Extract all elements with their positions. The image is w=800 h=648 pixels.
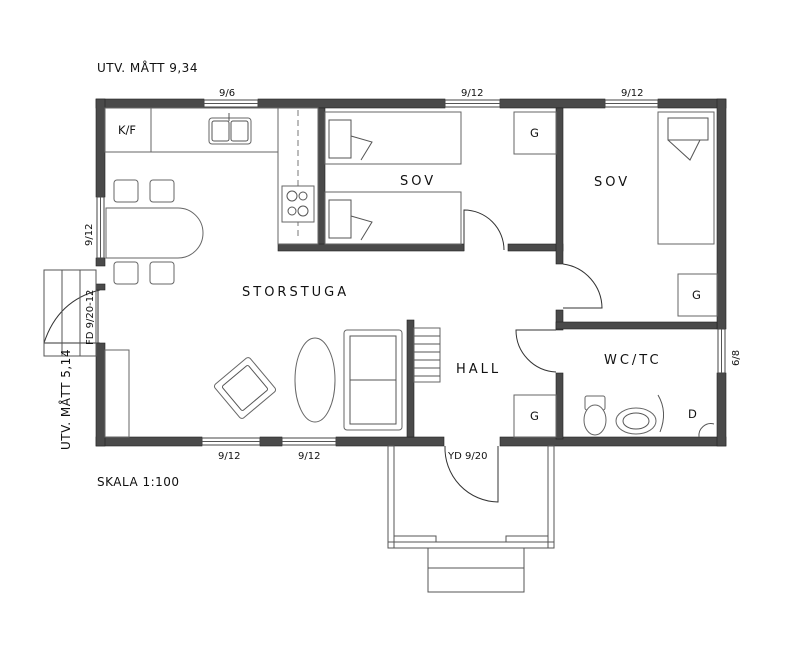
living-room-furniture <box>104 327 441 438</box>
window-label-right: 6/8 <box>731 350 742 366</box>
wardrobe-label-sov-left: G <box>530 126 539 140</box>
room-label-sov-left: SOV <box>400 174 436 189</box>
wardrobe-label-sov-right: G <box>692 288 701 302</box>
right-bedroom-furniture <box>513 111 718 438</box>
dryer-label: D <box>688 407 697 421</box>
room-label-storstuga: STORSTUGA <box>242 285 349 300</box>
doors <box>43 209 603 503</box>
wc-furniture <box>583 394 715 438</box>
side-door-label: FD 9/20-12 <box>85 290 96 345</box>
porch <box>387 445 555 593</box>
window-label-top-right: 9/12 <box>621 88 643 99</box>
depth-dimension-label: UTV. MÅTT 5,14 <box>58 349 73 450</box>
dining-table <box>105 179 204 285</box>
front-door-label: YD 9/20 <box>447 451 487 462</box>
windows <box>96 99 726 446</box>
window-label-left: 9/12 <box>84 224 95 246</box>
width-dimension-label: UTV. MÅTT 9,34 <box>97 60 198 75</box>
window-label-bottom-mid: 9/12 <box>298 451 320 462</box>
kitchen-furniture <box>104 107 319 245</box>
bunk-beds <box>324 111 557 245</box>
window-label-top-mid: 9/12 <box>461 88 483 99</box>
room-label-sov-right: SOV <box>594 175 630 190</box>
window-label-bottom-left: 9/12 <box>218 451 240 462</box>
room-label-wc: WC/TC <box>604 353 662 368</box>
scale-label: SKALA 1:100 <box>97 475 180 489</box>
kitchen-label: K/F <box>118 123 136 137</box>
room-label-hall: HALL <box>456 362 501 377</box>
wardrobe-label-hall: G <box>530 409 539 423</box>
window-label-top-left: 9/6 <box>219 88 235 99</box>
interior-walls <box>277 107 718 440</box>
